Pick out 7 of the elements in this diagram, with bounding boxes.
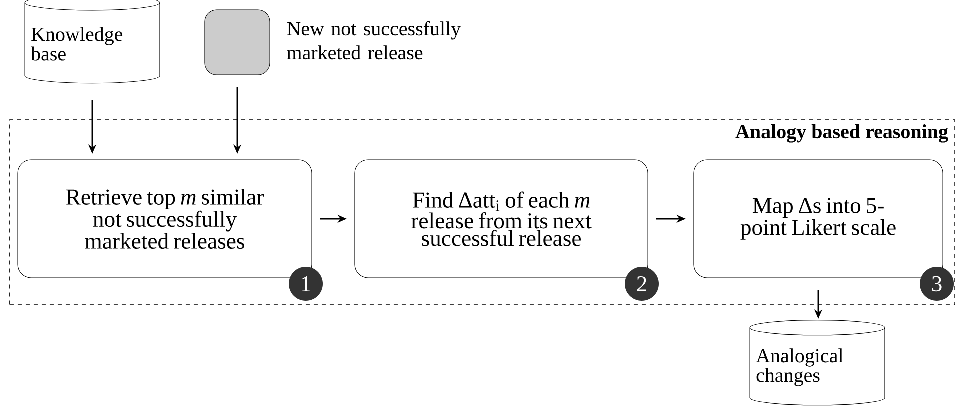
caption-text: New not successfully marketed release — [287, 21, 462, 60]
step-number: 1 — [289, 267, 323, 301]
release-box — [204, 10, 270, 76]
database-cylinder: Analogical changes — [750, 320, 886, 406]
step-number: 3 — [920, 267, 954, 301]
step-number: 2 — [625, 267, 659, 301]
database-cylinder: Knowledge base — [24, 0, 160, 84]
